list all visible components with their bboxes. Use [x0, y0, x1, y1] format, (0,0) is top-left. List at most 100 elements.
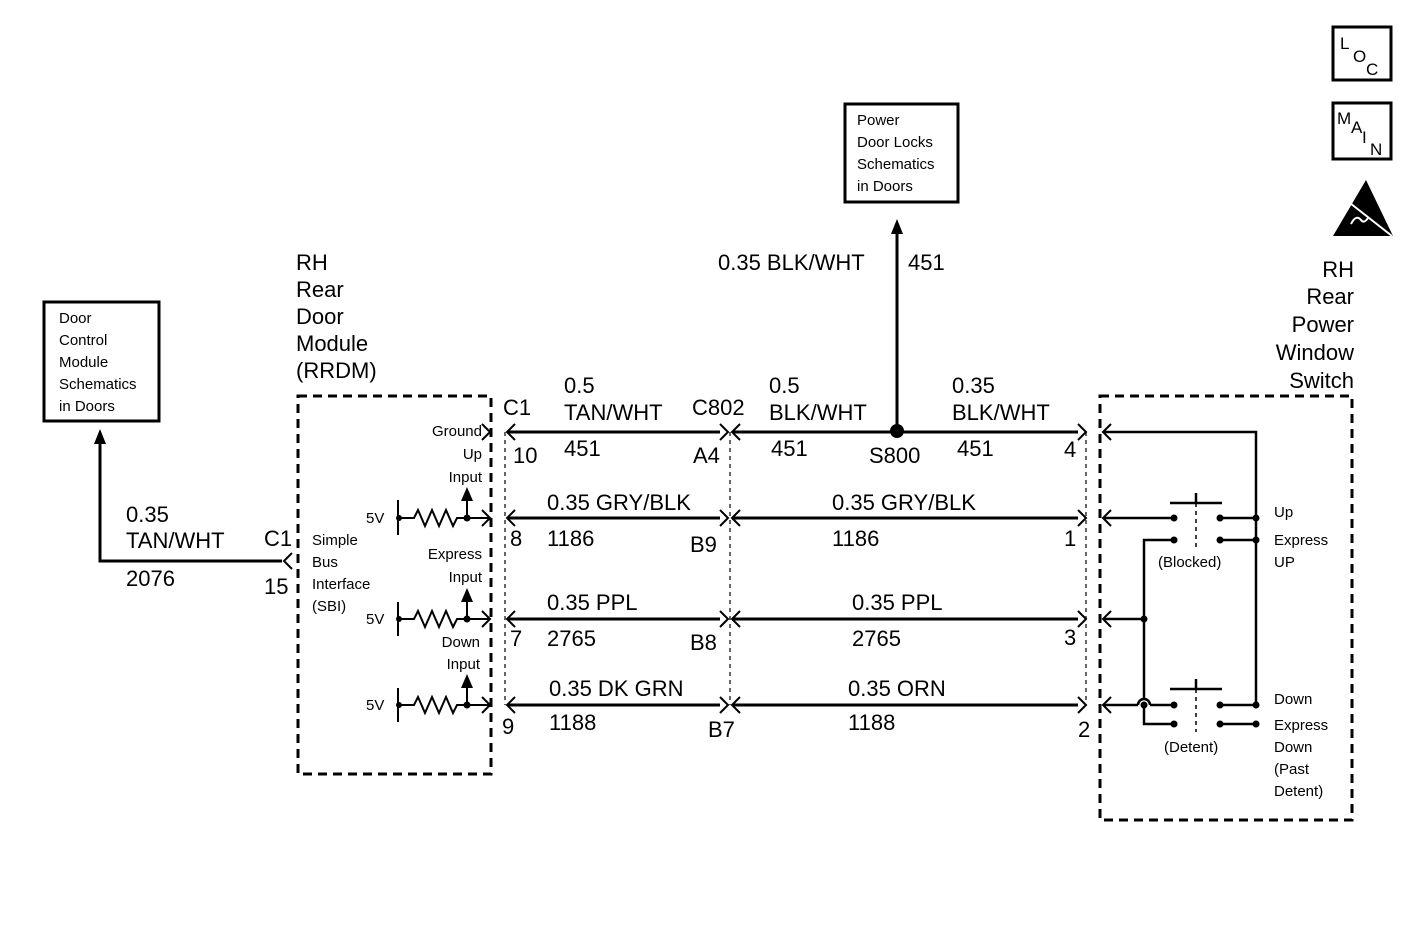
left-wire-2076: [94, 429, 293, 570]
sbi-label: Simple Bus Interface (SBI): [312, 532, 370, 615]
svg-text:Express: Express: [428, 546, 482, 563]
row1-right-circuit: 451: [957, 436, 994, 461]
row1-right-wire-color: BLK/WHT: [952, 400, 1050, 425]
svg-text:Simple: Simple: [312, 532, 358, 549]
row1-left-wire-size: 0.5: [564, 373, 595, 398]
row1-mid-wire-size: 0.5: [769, 373, 800, 398]
express-input-label: Express Input: [428, 546, 483, 586]
svg-text:Window: Window: [1276, 340, 1354, 365]
svg-text:in Doors: in Doors: [59, 398, 115, 415]
row1-c802-pin: A4: [693, 443, 720, 468]
splice-s800: [890, 219, 904, 438]
power-door-locks-ref-box[interactable]: Power Door Locks Schematics in Doors: [843, 102, 960, 204]
svg-text:Door: Door: [59, 310, 92, 327]
svg-text:N: N: [1370, 140, 1382, 159]
svg-text:(SBI): (SBI): [312, 598, 346, 615]
left-connector-pin: 15: [264, 574, 288, 599]
svg-text:Express: Express: [1274, 717, 1328, 734]
row2-c1-pin: 8: [510, 526, 522, 551]
door-control-module-ref-box[interactable]: Door Control Module Schematics in Doors: [42, 300, 161, 423]
svg-text:RH: RH: [296, 250, 328, 275]
rrdm-module-boundary: [296, 394, 493, 776]
up-label: Up: [1274, 504, 1293, 521]
down-input-label: Down Input: [442, 634, 481, 673]
switch-internal-wiring: [1103, 430, 1258, 726]
svg-text:Ground: Ground: [432, 423, 482, 440]
detent-label: (Detent): [1164, 739, 1218, 756]
row1-switch-pin: 4: [1064, 437, 1076, 462]
svg-text:Module: Module: [59, 354, 108, 371]
switch-contacts: [1140, 514, 1260, 728]
rrdm-title: RH Rear Door Module (RRDM): [296, 250, 377, 383]
row3-left-wire: 0.35 PPL: [547, 590, 638, 615]
svg-text:5V: 5V: [366, 510, 384, 527]
connector-terminals: [505, 423, 1088, 714]
svg-text:Detent): Detent): [1274, 783, 1323, 800]
splice-wire-label: 0.35 BLK/WHT: [718, 250, 865, 275]
svg-text:5V: 5V: [366, 611, 384, 628]
svg-text:Up: Up: [463, 446, 482, 463]
svg-text:M: M: [1337, 109, 1351, 128]
svg-text:Rear: Rear: [296, 277, 344, 302]
svg-text:Switch: Switch: [1289, 368, 1354, 393]
switch-pin-terminals: [1101, 423, 1112, 714]
svg-text:Door Locks: Door Locks: [857, 134, 933, 151]
left-wire-size: 0.35: [126, 502, 169, 527]
row2-switch-pin: 1: [1064, 526, 1076, 551]
svg-text:O: O: [1353, 47, 1366, 66]
pullup-resistor-2: 5V: [366, 588, 492, 636]
main-icon[interactable]: M A I N: [1331, 101, 1393, 161]
blocked-label: (Blocked): [1158, 554, 1221, 571]
svg-text:Schematics: Schematics: [59, 376, 137, 393]
svg-text:Power: Power: [1292, 312, 1354, 337]
express-up-label: Express UP: [1274, 532, 1328, 571]
esd-warning-icon: [1333, 180, 1393, 237]
wires: [507, 430, 1078, 707]
row3-right-circuit: 2765: [852, 626, 901, 651]
svg-text:Input: Input: [449, 569, 483, 586]
left-wire-circuit: 2076: [126, 566, 175, 591]
splice-name: S800: [869, 443, 920, 468]
pullup-resistor-1: 5V: [366, 487, 492, 535]
svg-text:Express: Express: [1274, 532, 1328, 549]
svg-text:(RRDM): (RRDM): [296, 358, 377, 383]
row3-right-wire: 0.35 PPL: [852, 590, 943, 615]
row3-left-circuit: 2765: [547, 626, 596, 651]
row2-left-wire: 0.35 GRY/BLK: [547, 490, 691, 515]
c802-label: C802: [692, 395, 745, 420]
svg-text:C: C: [1366, 60, 1378, 79]
svg-text:Door: Door: [296, 304, 344, 329]
svg-text:Input: Input: [447, 656, 481, 673]
row4-left-wire: 0.35 DK GRN: [549, 676, 684, 701]
svg-text:Schematics: Schematics: [857, 156, 935, 173]
row2-right-circuit: 1186: [832, 526, 879, 551]
row1-c1-pin: 10: [513, 443, 537, 468]
row3-c1-pin: 7: [510, 626, 522, 651]
row1-left-circuit: 451: [564, 436, 601, 461]
svg-text:I: I: [1362, 128, 1367, 147]
row4-switch-pin: 2: [1078, 717, 1090, 742]
svg-text:L: L: [1340, 34, 1349, 53]
left-wire-color: TAN/WHT: [126, 528, 225, 553]
svg-text:Interface: Interface: [312, 576, 370, 593]
row4-left-circuit: 1188: [549, 710, 596, 735]
svg-text:Down: Down: [442, 634, 480, 651]
row1-right-wire-size: 0.35: [952, 373, 995, 398]
switch-module-boundary: [1098, 394, 1354, 822]
svg-text:(Past: (Past: [1274, 761, 1310, 778]
down-label: Down: [1274, 691, 1312, 708]
row4-right-circuit: 1188: [848, 710, 895, 735]
svg-text:UP: UP: [1274, 554, 1295, 571]
row3-switch-pin: 3: [1064, 625, 1076, 650]
loc-icon[interactable]: L O C: [1331, 25, 1393, 82]
express-down-label: Express Down (Past Detent): [1274, 717, 1328, 800]
row3-c802-pin: B8: [690, 630, 717, 655]
row1-mid-circuit: 451: [771, 436, 808, 461]
svg-text:Module: Module: [296, 331, 368, 356]
svg-text:Bus: Bus: [312, 554, 338, 571]
svg-text:Down: Down: [1274, 739, 1312, 756]
c1-label: C1: [503, 395, 531, 420]
row1-mid-wire-color: BLK/WHT: [769, 400, 867, 425]
pullup-resistor-3: 5V: [366, 674, 492, 722]
